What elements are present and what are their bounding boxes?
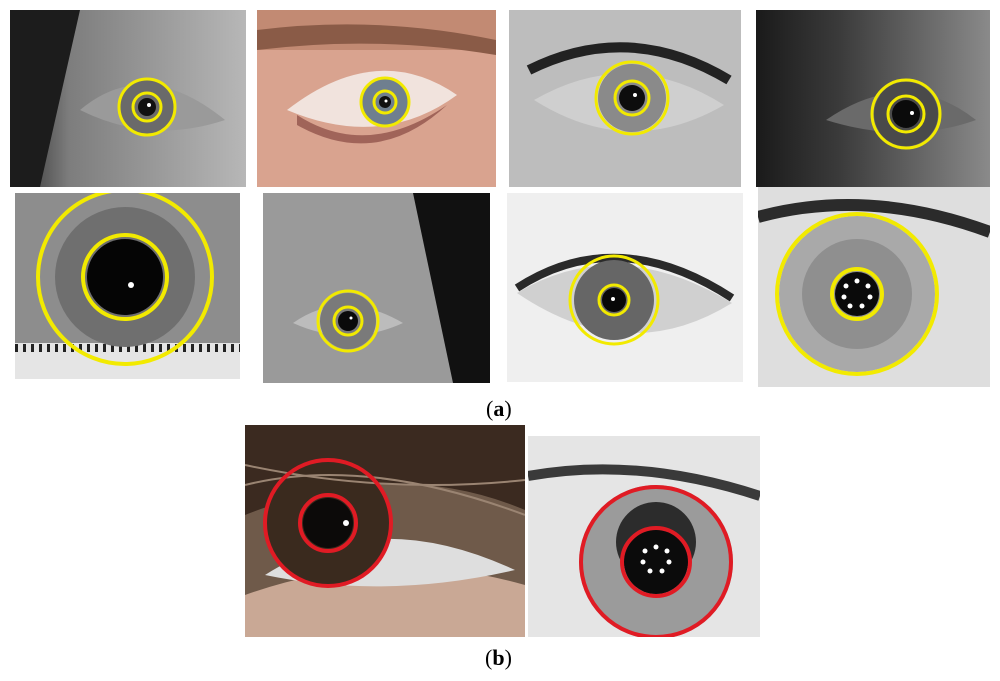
- eye-photo-b1: [245, 425, 525, 637]
- eye-photo-a8: [758, 187, 990, 387]
- eye-photo-a6: [263, 193, 490, 383]
- eye-photo-a1: [10, 10, 246, 187]
- eye-photo-a4: [756, 10, 990, 187]
- eye-photo-a3: [509, 10, 741, 187]
- eye-photo-a2: [257, 10, 496, 187]
- eye-photo-a7: [507, 193, 743, 382]
- caption-a: (a): [486, 396, 512, 421]
- eye-photo-b2: [528, 436, 760, 637]
- caption-b: (b): [485, 645, 512, 670]
- eye-photo-a5: [15, 193, 240, 379]
